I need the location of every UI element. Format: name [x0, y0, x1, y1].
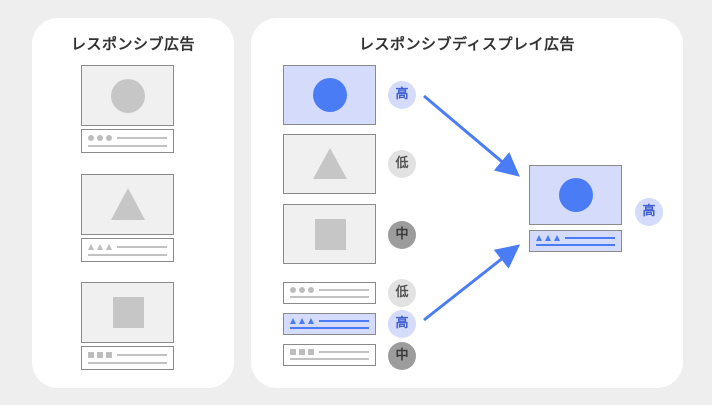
arrow-line [423, 244, 521, 322]
square-icon [97, 352, 103, 358]
combined-text-card [529, 230, 622, 252]
dot-icon [106, 135, 112, 141]
square-shape [113, 297, 144, 328]
rating-badge-high: 高 [388, 81, 416, 109]
text-card-dots [283, 282, 376, 304]
text-line [290, 327, 369, 329]
square-icon [106, 352, 112, 358]
triangle-icon [308, 318, 314, 324]
dot-icon [97, 135, 103, 141]
image-card-circle-highlighted [283, 65, 376, 125]
text-line [117, 354, 167, 356]
text-line [117, 137, 167, 139]
triangle-icon [88, 244, 94, 250]
responsive-display-ads-panel: レスポンシブディスプレイ広告 高 低 中 低 高 中 [251, 18, 683, 388]
circle-shape [313, 78, 347, 112]
dot-icon [308, 287, 314, 293]
square-icon [88, 352, 94, 358]
triangle-shape [313, 148, 347, 179]
triangle-icon [97, 244, 103, 250]
text-line [117, 246, 167, 248]
combined-image-card [529, 165, 622, 225]
square-shape [315, 219, 346, 250]
dot-icon [290, 287, 296, 293]
text-card-triangles [81, 238, 174, 262]
triangle-icon [545, 235, 551, 241]
arrows [423, 94, 521, 322]
rating-badge-high: 高 [635, 198, 663, 226]
circle-shape [111, 79, 145, 113]
square-icon [308, 349, 314, 355]
image-card-triangle [283, 134, 376, 194]
rating-badge-low: 低 [388, 150, 416, 178]
text-line [290, 296, 369, 298]
triangle-icon [290, 318, 296, 324]
responsive-ads-panel: レスポンシブ広告 [32, 18, 234, 388]
text-card-triangles-highlighted [283, 313, 376, 335]
square-icon [290, 349, 296, 355]
text-line [88, 145, 167, 147]
text-line [565, 237, 615, 239]
triangle-icon [299, 318, 305, 324]
arrow-line [423, 94, 520, 177]
text-line [319, 320, 369, 322]
rating-badge-mid: 中 [388, 221, 416, 249]
rating-badge-high: 高 [388, 310, 416, 338]
image-card-circle [81, 65, 174, 126]
text-card-dots [81, 129, 174, 153]
text-line [88, 362, 167, 364]
triangle-icon [106, 244, 112, 250]
text-line [290, 358, 369, 360]
circle-shape [559, 178, 593, 212]
text-line [319, 351, 369, 353]
text-card-squares [81, 346, 174, 370]
triangle-shape [111, 188, 145, 220]
square-icon [299, 349, 305, 355]
dot-icon [88, 135, 94, 141]
triangle-icon [554, 235, 560, 241]
panel-title: レスポンシブ広告 [70, 35, 195, 53]
rating-badge-mid: 中 [388, 342, 416, 370]
dot-icon [299, 287, 305, 293]
text-line [319, 289, 369, 291]
rating-badge-low: 低 [388, 279, 416, 307]
text-line [88, 254, 167, 256]
text-card-squares [283, 344, 376, 366]
panel-title: レスポンシブディスプレイ広告 [359, 35, 575, 53]
triangle-icon [536, 235, 542, 241]
text-line [536, 244, 615, 246]
image-card-square [283, 204, 376, 264]
image-card-triangle [81, 174, 174, 235]
image-card-square [81, 282, 174, 343]
